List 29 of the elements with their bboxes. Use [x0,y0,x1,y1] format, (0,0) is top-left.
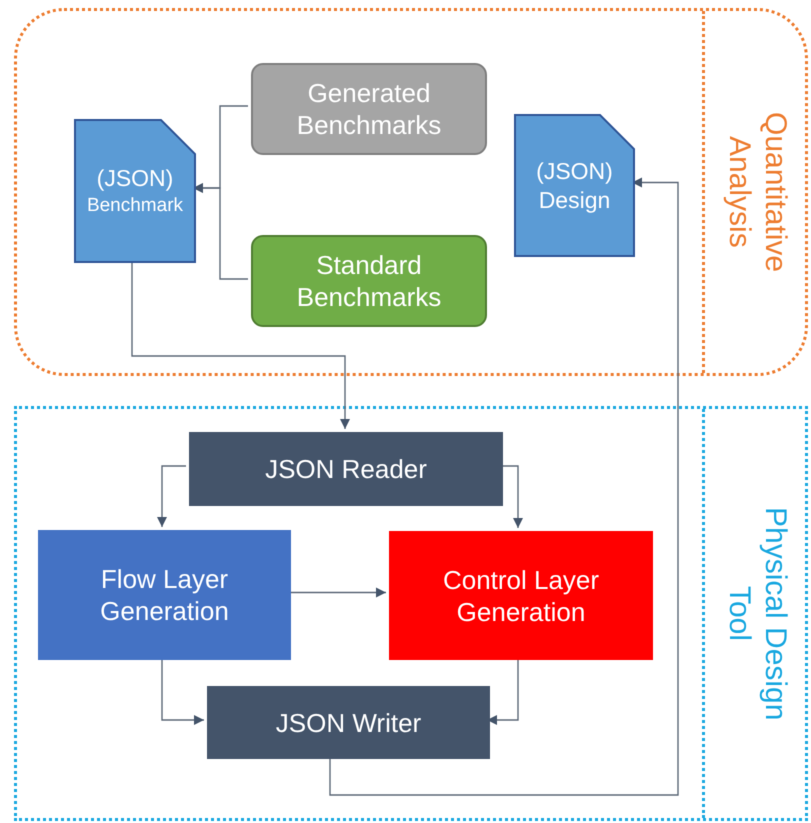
box-label: Generated Benchmarks [296,77,442,141]
connector-arrow [131,260,350,429]
group-title: Physical Design Tool [722,506,793,722]
connector-arrow [500,465,523,528]
process-box [389,531,653,660]
dotted-group-frame [14,8,808,376]
process-box [251,235,487,327]
process-box [251,63,487,155]
document-label: Benchmark [86,194,184,218]
connector-arrow [157,465,186,527]
box-label: Standard Benchmarks [296,249,442,313]
box-label: Control Layer Generation [442,564,600,628]
connector-arrow [161,657,204,725]
connector-arrow [193,183,248,280]
box-label: JSON Reader [265,453,427,485]
document-label: (JSON) Design [535,156,614,214]
process-box [38,530,291,660]
connector-arrow [487,657,519,725]
connector-arrow [288,588,386,598]
document-shape [514,114,635,257]
process-box [189,432,503,506]
document-label: (JSON) [96,164,174,193]
connector-arrow [329,178,679,796]
dotted-group-frame [14,406,808,821]
group-title: Quantitative Analysis [722,110,793,274]
process-box [207,686,490,759]
box-label: JSON Writer [276,706,422,738]
document-shape [74,119,196,263]
box-label: Flow Layer Generation [99,563,230,627]
